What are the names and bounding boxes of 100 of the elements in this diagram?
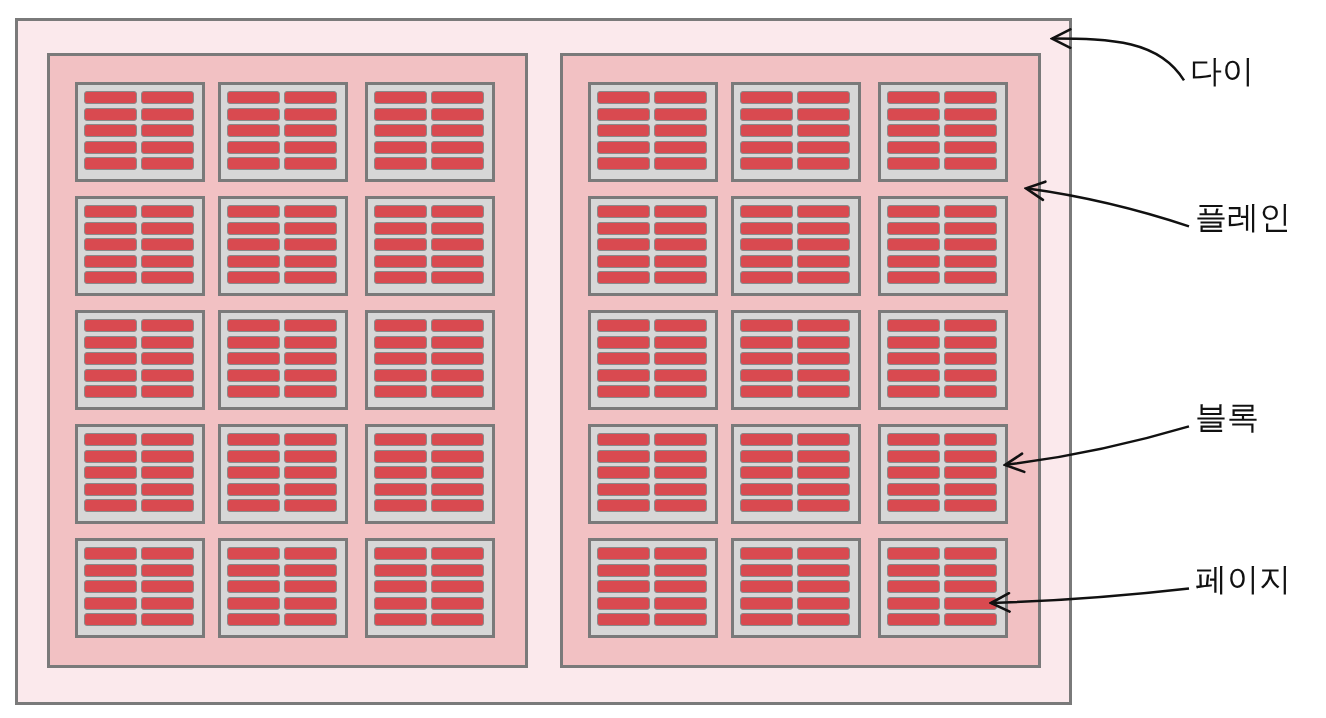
page-bar: [654, 140, 707, 154]
page-bar: [84, 482, 137, 496]
page-bar: [284, 140, 337, 154]
page-bar: [431, 596, 484, 610]
page-bar: [797, 433, 850, 446]
page-bar: [227, 124, 280, 137]
page-bar: [740, 547, 793, 560]
page-bar: [887, 91, 940, 104]
page-bar: [84, 335, 137, 349]
page-bar: [887, 140, 940, 154]
page-bar: [84, 449, 137, 463]
page-bar: [141, 449, 194, 463]
page-bar: [740, 368, 793, 382]
page-bar: [374, 596, 427, 610]
page-bar: [597, 547, 650, 560]
leader-arrow: [1024, 180, 1190, 228]
page-bar: [654, 547, 707, 560]
page-bar: [740, 124, 793, 137]
page-bar: [944, 368, 997, 382]
page-bar: [431, 319, 484, 332]
page-bar: [597, 238, 650, 251]
page-bar: [887, 124, 940, 137]
page-bar: [374, 449, 427, 463]
page-bar: [944, 547, 997, 560]
page-bar: [797, 254, 850, 268]
page-bar: [141, 352, 194, 365]
page-bar: [227, 433, 280, 446]
page-bar: [654, 335, 707, 349]
page-bar: [797, 482, 850, 496]
page-bar: [944, 499, 997, 512]
page-bar: [654, 596, 707, 610]
die-panel: [15, 18, 1072, 705]
block-box: [218, 196, 348, 296]
page-bar: [597, 157, 650, 170]
page-bar: [740, 482, 793, 496]
page-bar: [84, 613, 137, 626]
page-bar: [740, 205, 793, 218]
block-box: [731, 310, 861, 410]
block-box: [588, 424, 718, 524]
page-bar: [227, 238, 280, 251]
page-bar: [84, 580, 137, 593]
page-bar: [284, 221, 337, 235]
block-box: [75, 538, 205, 638]
page-bar: [141, 221, 194, 235]
page-bar: [797, 319, 850, 332]
page-bar: [597, 433, 650, 446]
page-bar: [597, 613, 650, 626]
page-bar: [227, 271, 280, 284]
page-bar: [227, 140, 280, 154]
block-box: [218, 310, 348, 410]
page-bar: [597, 140, 650, 154]
block-box: [588, 538, 718, 638]
page-bar: [654, 563, 707, 577]
block-box: [731, 538, 861, 638]
page-bar: [227, 482, 280, 496]
page-bar: [887, 319, 940, 332]
page-bar: [597, 124, 650, 137]
page-bar: [597, 580, 650, 593]
page-bar: [797, 205, 850, 218]
page-bar: [227, 254, 280, 268]
page-bar: [654, 449, 707, 463]
page-bar: [597, 368, 650, 382]
page-bar: [284, 499, 337, 512]
page-bar: [597, 466, 650, 479]
page-bar: [227, 335, 280, 349]
page-bar: [944, 271, 997, 284]
page-bar: [740, 335, 793, 349]
page-bar: [84, 238, 137, 251]
page-bar: [284, 385, 337, 398]
page-bar: [887, 433, 940, 446]
page-bar: [944, 449, 997, 463]
page-bar: [654, 157, 707, 170]
page-bar: [654, 319, 707, 332]
block-box: [731, 196, 861, 296]
block-box: [588, 82, 718, 182]
page-bar: [374, 91, 427, 104]
page-bar: [141, 91, 194, 104]
page-bar: [944, 221, 997, 235]
page-bar: [374, 271, 427, 284]
page-bar: [227, 157, 280, 170]
page-bar: [227, 580, 280, 593]
page-bar: [944, 466, 997, 479]
page-bar: [374, 368, 427, 382]
page-bar: [431, 385, 484, 398]
page-bar: [887, 368, 940, 382]
page-bar: [944, 580, 997, 593]
page-bar: [654, 107, 707, 121]
page-bar: [431, 449, 484, 463]
page-bar: [141, 238, 194, 251]
page-bar: [887, 466, 940, 479]
page-bar: [84, 385, 137, 398]
page-bar: [227, 319, 280, 332]
block-box: [365, 196, 495, 296]
page-bar: [597, 319, 650, 332]
page-bar: [284, 352, 337, 365]
page-bar: [944, 91, 997, 104]
page-bar: [374, 580, 427, 593]
page-bar: [284, 238, 337, 251]
page-bar: [141, 205, 194, 218]
page-bar: [887, 221, 940, 235]
